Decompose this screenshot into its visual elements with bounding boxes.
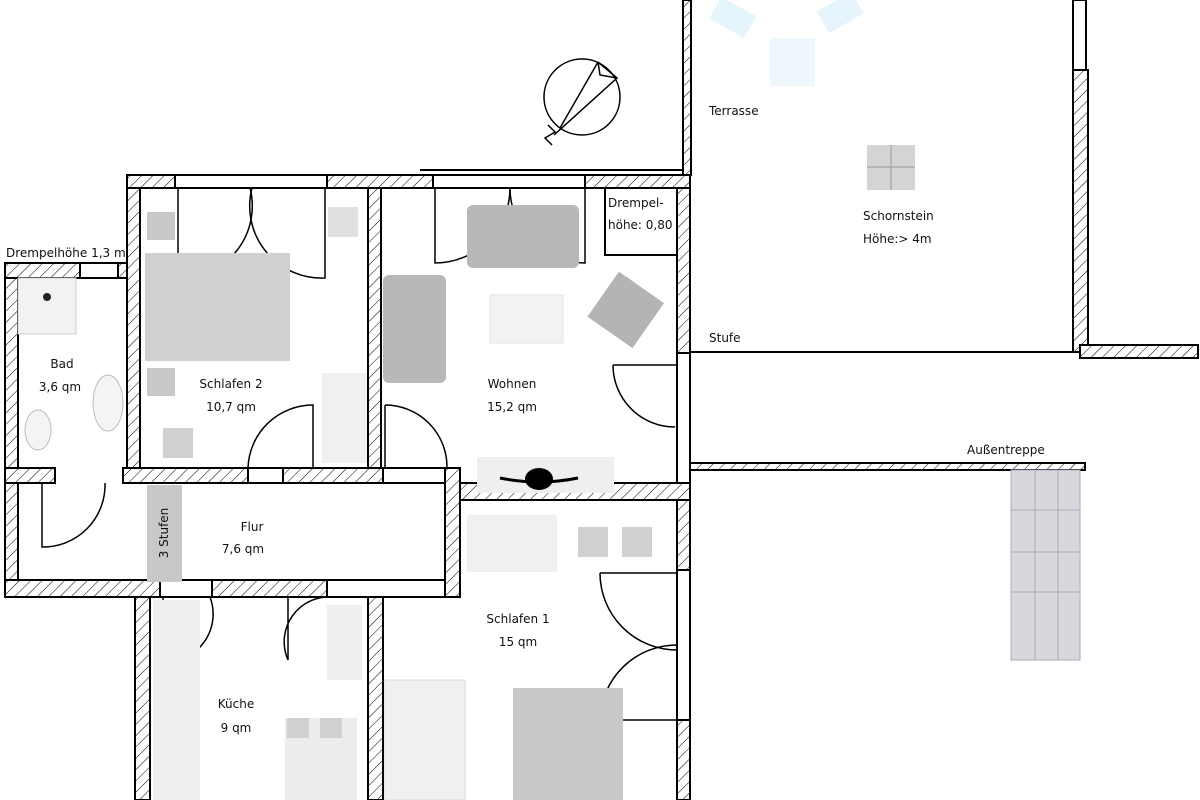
room-name-schlafen2: Schlafen 2 <box>199 377 263 391</box>
room-name-flur: Flur <box>240 520 264 534</box>
room-area-wohnen: 15,2 qm <box>487 400 537 414</box>
furniture <box>17 0 1081 800</box>
chimney-height-label: Höhe:> 4m <box>863 232 932 246</box>
room-name-bad: Bad <box>50 357 74 371</box>
room-name-wohnen: Wohnen <box>487 377 537 391</box>
sofa-icon <box>467 205 579 268</box>
outside-stairs-icon <box>1010 469 1081 661</box>
chimney-label: Schornstein <box>863 209 934 223</box>
terrace-label: Terrasse <box>709 104 759 118</box>
room-area-kueche: 9 qm <box>220 721 252 735</box>
outside-stairs-label: Außentreppe <box>967 443 1045 457</box>
room-area-flur: 7,6 qm <box>221 542 265 556</box>
sofa-icon <box>383 275 446 383</box>
room-area-schlafen2: 10,7 qm <box>206 400 256 414</box>
bed-icon <box>145 253 290 361</box>
stairs-icon <box>147 485 182 582</box>
chimney-icon <box>867 145 915 190</box>
compass-icon <box>543 58 621 146</box>
drempel-wohnen-note-1: Drempel- <box>608 196 664 210</box>
drempel-bad-note: Drempelhöhe 1,3 m <box>6 246 126 260</box>
lines <box>420 169 1075 800</box>
drempel-wohnen-note-2: höhe: 0,80 <box>608 218 673 232</box>
step-label: Stufe <box>709 331 741 345</box>
room-area-schlafen1: 15 qm <box>498 635 538 649</box>
walls <box>4 0 1199 800</box>
room-name-schlafen1: Schlafen 1 <box>486 612 550 626</box>
room-area-bad: 3,6 qm <box>38 380 82 394</box>
stairs-label: 3 Stufen <box>157 507 171 559</box>
room-name-kueche: Küche <box>217 697 255 711</box>
